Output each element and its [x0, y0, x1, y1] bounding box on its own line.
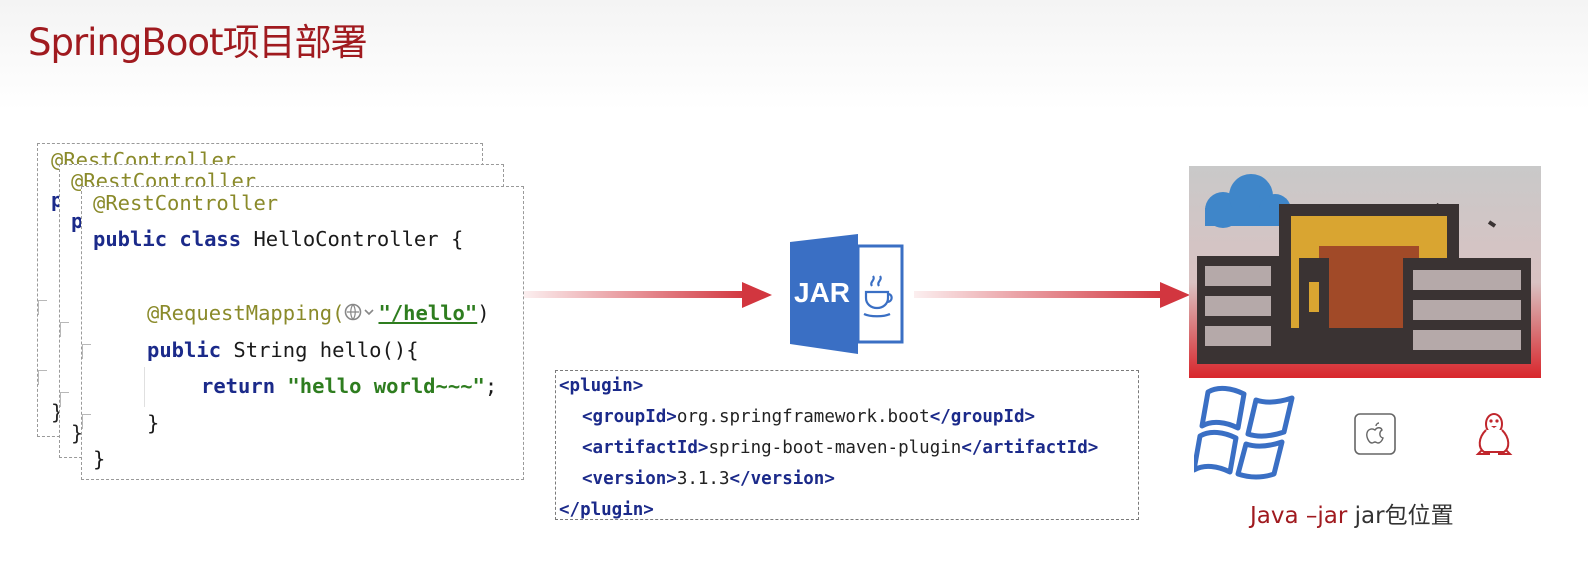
code-close-method: } — [147, 411, 160, 435]
code-close-class: } — [93, 447, 106, 471]
pom-plugin-snippet: <plugin> <groupId>org.springframework.bo… — [555, 370, 1139, 520]
code-class-declaration: public class HelloController { — [93, 227, 464, 251]
java-cup-icon — [863, 275, 893, 318]
xml-version: <version>3.1.3</version> — [582, 469, 835, 489]
code-peek-char: p — [71, 209, 84, 233]
jar-file-icon: JAR — [790, 234, 904, 354]
caption-command: Java –jar — [1250, 503, 1348, 529]
xml-close-plugin: </plugin> — [559, 500, 654, 520]
caption-rest: jar包位置 — [1347, 503, 1454, 529]
apple-logo-icon — [1354, 413, 1396, 455]
header-band — [0, 0, 1588, 110]
code-card-edge-mark — [38, 370, 47, 385]
code-method-declaration: public String hello(){ — [147, 338, 419, 362]
xml-artifact-id: <artifactId>spring-boot-maven-plugin</ar… — [582, 438, 1099, 458]
server-room-icon — [1189, 166, 1541, 378]
indent-guide — [144, 367, 145, 407]
code-card-edge-mark — [38, 300, 47, 315]
windows-logo-icon — [1194, 385, 1295, 480]
code-peek-close: } — [71, 421, 84, 445]
code-return-statement: return "hello world~~~"; — [201, 374, 498, 398]
code-card-edge-mark — [60, 322, 69, 337]
slide-title: SpringBoot项目部署 — [28, 21, 368, 64]
code-card-edge-mark — [82, 414, 91, 429]
arrow-right-icon — [914, 282, 1190, 308]
code-card-edge-mark — [82, 344, 91, 359]
arrow-right-icon — [524, 282, 772, 308]
code-annotation: @RestController — [93, 191, 279, 215]
linux-penguin-icon — [1475, 413, 1513, 455]
xml-group-id: <groupId>org.springframework.boot</group… — [582, 407, 1036, 427]
run-jar-caption: Java –jar jar包位置 — [1250, 496, 1454, 530]
globe-icon — [344, 302, 378, 327]
code-request-mapping: @RequestMapping("/hello") — [147, 301, 490, 327]
code-card-front: @RestController public class HelloContro… — [81, 186, 524, 480]
jar-label: JAR — [794, 277, 850, 308]
xml-open-plugin: <plugin> — [559, 376, 644, 396]
code-card-edge-mark — [60, 392, 69, 407]
